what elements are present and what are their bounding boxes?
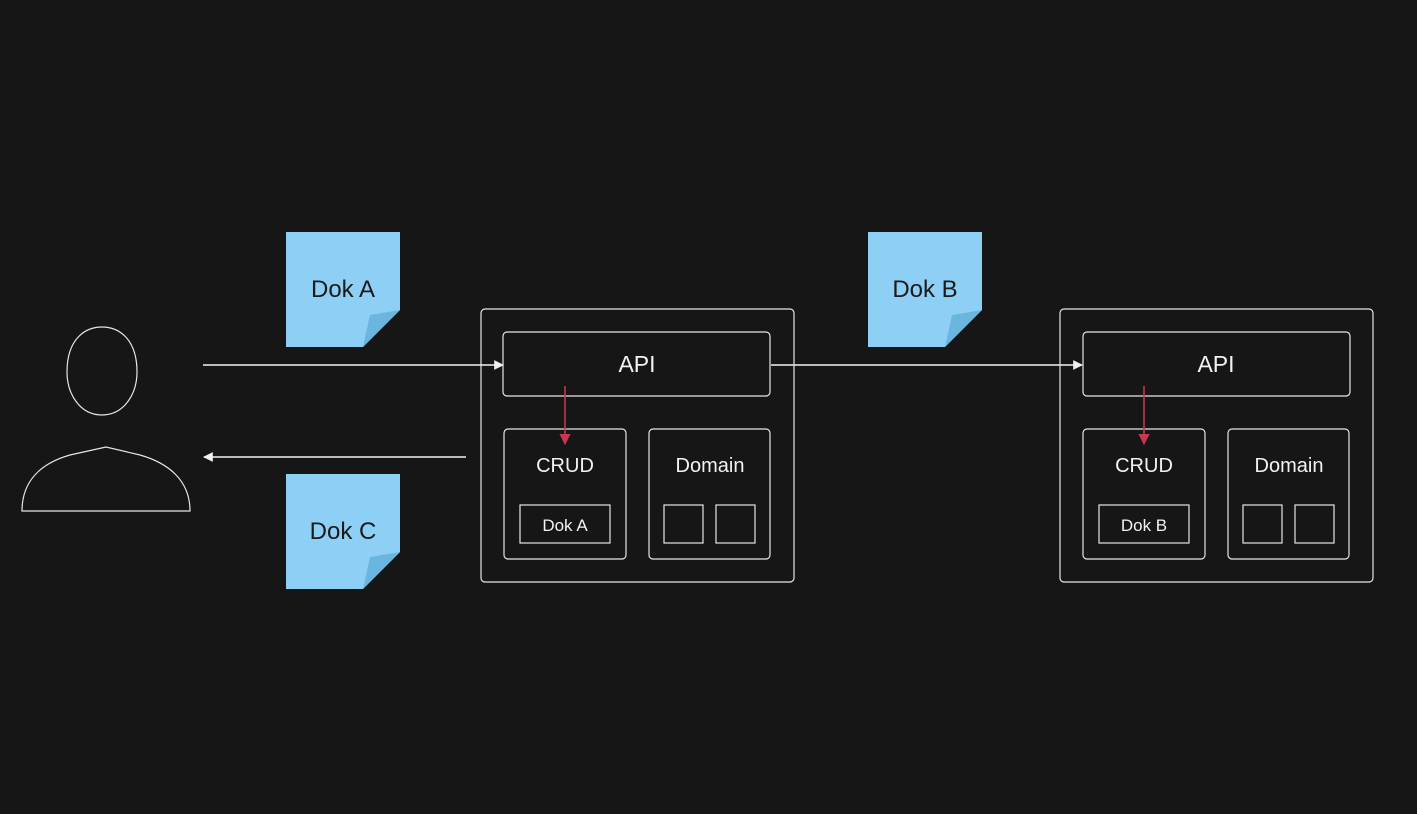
domain-entity bbox=[1242, 504, 1283, 544]
crud-label: CRUD bbox=[536, 455, 594, 477]
api-label: API bbox=[1197, 351, 1234, 377]
document-dok-b: Dok B bbox=[868, 232, 982, 347]
domain-label: Domain bbox=[676, 455, 745, 477]
stored-document-label: Dok B bbox=[1121, 516, 1167, 535]
service-1: API CRUD Dok A Domain bbox=[480, 308, 795, 583]
service-2: API CRUD Dok B Domain bbox=[1059, 308, 1374, 583]
domain-entity bbox=[1294, 504, 1335, 544]
domain-label: Domain bbox=[1255, 455, 1324, 477]
stored-document-label: Dok A bbox=[542, 516, 588, 535]
document-label: Dok A bbox=[311, 276, 375, 303]
crud-box: CRUD Dok A bbox=[503, 428, 627, 560]
domain-entity bbox=[715, 504, 756, 544]
document-dok-a: Dok A bbox=[286, 232, 400, 347]
document-label: Dok C bbox=[310, 518, 377, 545]
api-box: API bbox=[502, 331, 771, 397]
domain-box: Domain bbox=[1227, 428, 1350, 560]
document-dok-c: Dok C bbox=[286, 474, 400, 589]
domain-entity bbox=[663, 504, 704, 544]
document-label: Dok B bbox=[892, 276, 957, 303]
api-box: API bbox=[1082, 331, 1351, 397]
crud-box: CRUD Dok B bbox=[1082, 428, 1206, 560]
user-icon bbox=[21, 326, 191, 512]
crud-label: CRUD bbox=[1115, 455, 1173, 477]
api-label: API bbox=[618, 351, 655, 377]
domain-box: Domain bbox=[648, 428, 771, 560]
